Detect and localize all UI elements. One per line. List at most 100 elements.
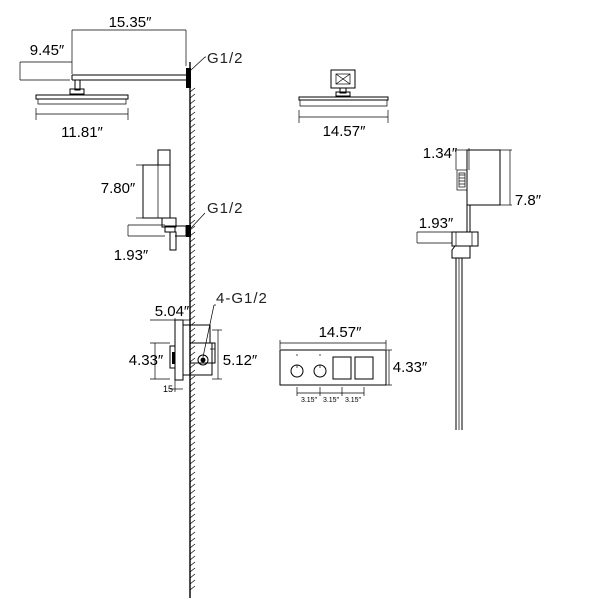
wall-hatch-tick [189,243,196,249]
wall-hatch-tick [189,369,196,375]
valve-front-width-dim: 14.57″ [319,324,363,341]
valve-spacing-2: 3.15″ [323,397,340,404]
wall-hatch-tick [189,561,196,567]
wall-hatch-tick [189,315,196,321]
wall-hatch-tick [189,549,196,555]
drop-dim: 9.45″ [30,42,65,59]
valve-front-view: 14.57″ 4.33″ 3.15″ 3.15″ 3.15″ [279,324,428,404]
wall-hatch-tick [189,405,196,411]
wall-hatch-tick [189,93,196,99]
wall-hatch-tick [189,447,196,453]
wall-hatch-tick [189,147,196,153]
valve-body-height-dim: 5.12″ [223,352,258,369]
hand-shower-side-view: 1.34″ 7.8″ 1.93″ [416,145,542,430]
wall-hatch-tick [189,291,196,297]
wall-hatch-tick [189,381,196,387]
wall-hatch-tick [189,327,196,333]
valve-trim-plate [279,349,387,386]
wall-hatch-tick [189,435,196,441]
wall-hatch-tick [189,465,196,471]
bracket-wall-flange [186,225,191,237]
valve-offset-dim: 15 [163,384,173,394]
valve-spacing-3: 3.15″ [345,397,362,404]
wall-hatch-tick [189,531,196,537]
wall-hatch-tick [189,213,196,219]
wall-hatch-tick [189,183,196,189]
valve-front-height-dim: 4.33″ [393,359,428,376]
wall-hatch-tick [189,417,196,423]
wall-hatch-tick [189,99,196,105]
wall-hatch-tick [189,177,196,183]
wall-hatch-tick [189,519,196,525]
wall-hatch-tick [189,423,196,429]
wall-hatch-tick [189,579,196,585]
wall-hatch-tick [189,477,196,483]
valve-side-height-dim: 4.33″ [129,352,164,369]
wall-hatch-tick [189,363,196,369]
wall-hatch-tick [189,261,196,267]
wall-hatch-tick [189,117,196,123]
arm-wall-flange [186,68,191,88]
valve-side-view: 5.04″ 4.33″ 5.12″ 15 4-G1/2 [129,290,268,394]
wall-hatch-tick [189,297,196,303]
wall-hatch-tick [189,195,196,201]
wall-hatch-tick [189,387,196,393]
valve-ports-thread-label: 4-G1/2 [216,290,268,307]
wall-hatch-tick [189,555,196,561]
wall-hatch-tick [189,441,196,447]
wall-hatch-tick [189,483,196,489]
wall-hatch-tick [189,237,196,243]
hand-height-dim: 7.8″ [515,192,542,209]
wall-hatch-tick [189,255,196,261]
wall-hatch-tick [189,513,196,519]
wall-hatch-tick [189,429,196,435]
hand-offset-dim: 1.93″ [419,215,454,232]
wall-hatch-tick [189,249,196,255]
arm-length-dim: 15.35″ [109,14,153,31]
wall-hatch-tick [189,309,196,315]
wall-hatch-tick [189,495,196,501]
wall-hatch-tick [189,87,196,93]
arm-thread-label: G1/2 [207,50,244,67]
wall-hatch-tick [189,285,196,291]
wall-hatch-tick [189,273,196,279]
wall-hatch-tick [189,585,196,591]
wall-hatch-tick [189,393,196,399]
wall-hatch-tick [189,219,196,225]
wall-hatch-tick [189,537,196,543]
wall-hatch-tick [189,345,196,351]
wall-hatch-tick [189,111,196,117]
wall-hatch-tick [189,501,196,507]
wall-hatch-tick [189,567,196,573]
wall-hatch-tick [189,351,196,357]
wall-hatch-tick [189,375,196,381]
wall-hatch-tick [189,573,196,579]
valve-button-right [354,356,374,380]
wall-hatch-tick [189,165,196,171]
wall-hatch-tick [189,333,196,339]
wall-hatch-tick [189,543,196,549]
front-width-dim: 14.57″ [323,123,367,140]
wall-hatch-tick [189,141,196,147]
wall-hatch-tick [189,357,196,363]
wall-hatch-tick [189,453,196,459]
wall-hatch-tick [189,135,196,141]
wall-hatch-tick [189,411,196,417]
wall-hatch-tick [189,207,196,213]
wall-hatch-tick [189,129,196,135]
wall-hatch-tick [189,459,196,465]
wall-hatch-tick [189,123,196,129]
valve-spacing-1: 3.15″ [301,397,318,404]
overhead-shower-front-view: 14.57″ [298,69,389,140]
wall [189,62,196,598]
wall-hatch-tick [189,525,196,531]
handle-width-dim: 1.34″ [423,145,458,162]
valve-button-left [332,356,352,380]
wall-hatch-tick [189,303,196,309]
overhead-shower-side-view: 15.35″ 9.45″ 11.81″ G1/2 [19,14,244,141]
bracket-thread-label: G1/2 [207,200,244,217]
wall-hatch-tick [189,489,196,495]
wall-hatch-tick [189,267,196,273]
wall-hatch-tick [189,399,196,405]
